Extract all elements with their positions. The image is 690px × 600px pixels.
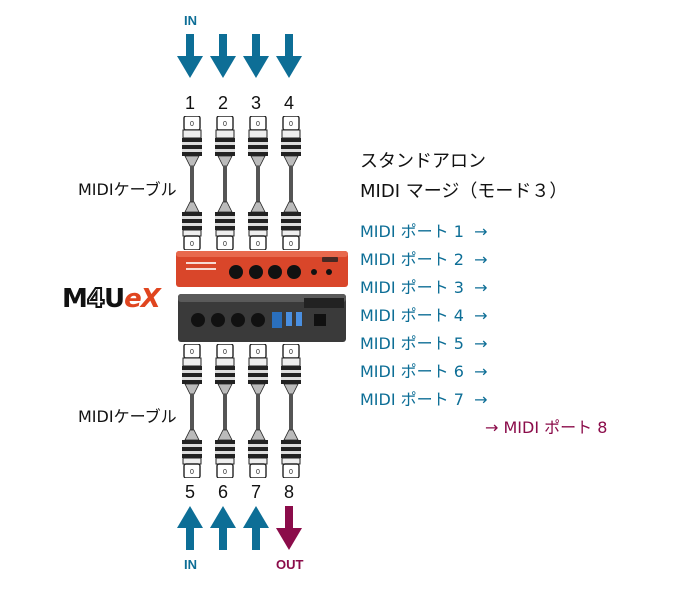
logo-m: M xyxy=(62,284,88,314)
output-port-8: → MIDI ポート 8 xyxy=(485,418,608,437)
arrow-up-icon xyxy=(177,506,203,550)
port-number-7: 7 xyxy=(250,482,261,502)
midi-cable-label-top: MIDIケーブル xyxy=(78,180,177,199)
arrow-down-icon xyxy=(276,34,302,78)
port-number-4: 4 xyxy=(283,93,294,113)
mode-title: スタンドアロン MIDI マージ（モード３） xyxy=(360,147,567,207)
arrow-up-icon xyxy=(210,506,236,550)
list-item-port-7: MIDI ポート 7 → xyxy=(360,390,488,409)
arrow-down-icon xyxy=(243,34,269,78)
arrow-down-icon xyxy=(177,34,203,78)
port-number-8: 8 xyxy=(283,482,294,502)
port-number-2: 2 xyxy=(217,93,228,113)
port-number-6: 6 xyxy=(217,482,228,502)
port-number-1: 1 xyxy=(184,93,195,113)
midi-port-list: MIDI ポート 1 → MIDI ポート 2 → MIDI ポート 3 → M… xyxy=(360,218,488,414)
m4u-ex-logo: M4UeX xyxy=(62,283,161,315)
in-label-bottom: IN xyxy=(184,557,197,572)
list-item-port-2: MIDI ポート 2 → xyxy=(360,250,488,269)
port-number-3: 3 xyxy=(250,93,261,113)
top-midi-cables: 0 0 xyxy=(181,116,302,250)
arrow-down-out-icon xyxy=(276,506,302,550)
out-label-bottom: OUT xyxy=(276,557,304,572)
port-number-5: 5 xyxy=(184,482,195,502)
arrow-up-icon xyxy=(243,506,269,550)
in-label-top: IN xyxy=(184,13,197,28)
list-item-port-5: MIDI ポート 5 → xyxy=(360,334,488,353)
title-line-1: スタンドアロン xyxy=(360,151,486,172)
list-item-port-3: MIDI ポート 3 → xyxy=(360,278,488,297)
m4u-ex-device xyxy=(176,251,348,342)
list-item-port-4: MIDI ポート 4 → xyxy=(360,306,488,325)
logo-u: U xyxy=(103,284,125,314)
list-item-port-6: MIDI ポート 6 → xyxy=(360,362,488,381)
arrow-down-icon xyxy=(210,34,236,78)
logo-ex: eX xyxy=(124,284,161,314)
midi-cable-label-bottom: MIDIケーブル xyxy=(78,407,177,426)
logo-4: 4 xyxy=(86,283,106,315)
bottom-arrows xyxy=(177,506,302,550)
title-line-2: MIDI マージ（モード３） xyxy=(360,181,568,202)
top-input-arrows xyxy=(177,34,302,78)
list-item-port-1: MIDI ポート 1 → xyxy=(360,222,488,241)
bottom-midi-cables xyxy=(181,344,302,478)
